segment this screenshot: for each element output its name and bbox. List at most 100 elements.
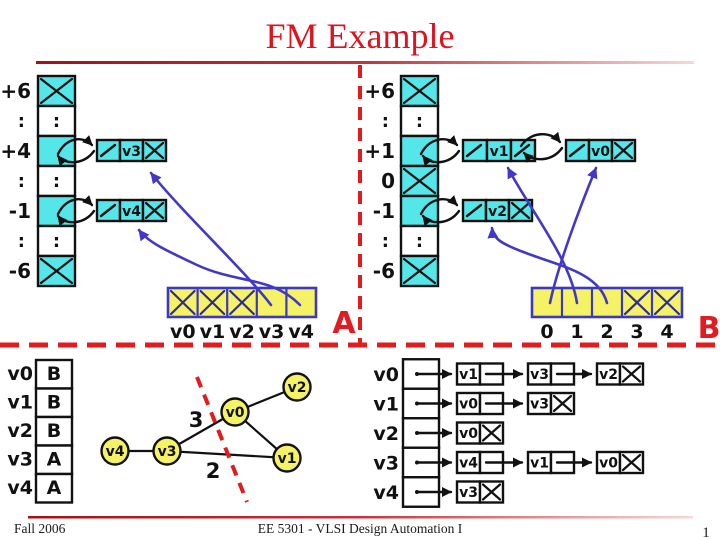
bucket-cell	[36, 104, 77, 138]
graph-node-label: v2	[288, 380, 307, 396]
adjacency-lists: v0 v1 v3 v2 v1 v0 v3	[373, 358, 645, 508]
node-label: v1	[490, 144, 509, 160]
bucket-node-v3: v3	[95, 138, 168, 163]
part-value: A	[47, 477, 62, 499]
x-mark	[402, 167, 437, 195]
vertex-label: v1	[373, 394, 399, 416]
bucket-cell	[399, 104, 440, 138]
dots-cell-label: :	[416, 111, 423, 132]
part-value: B	[47, 420, 61, 442]
adj-node-label: v0	[599, 456, 618, 472]
table-cell	[34, 358, 74, 390]
partition-b-label: B	[698, 311, 720, 346]
partition-table: v0 B v1 B v2 B v3 A v4 A	[7, 358, 74, 504]
pointer-slash	[513, 143, 531, 158]
gain-label: :	[382, 111, 389, 132]
gain-label: -1	[373, 199, 395, 223]
vertex-label: v4	[7, 477, 33, 499]
dots-cell-label: :	[53, 111, 60, 132]
pointer-slash	[99, 203, 117, 218]
adj-row-v1: v1 v0 v3	[373, 391, 576, 416]
table-cell	[34, 472, 74, 504]
table-cell	[34, 387, 74, 419]
page-title: FM Example	[266, 16, 455, 56]
pointer-dot	[415, 401, 419, 406]
x-mark	[653, 289, 681, 316]
x-mark	[402, 77, 437, 105]
adj-node-label: v0	[459, 426, 478, 442]
graph-node	[282, 372, 312, 402]
vertex-label: v0	[373, 364, 399, 386]
x-mark	[510, 201, 531, 220]
graph-node-label: v1	[278, 451, 297, 467]
gain-label: 0	[381, 169, 395, 193]
page-number: 1	[702, 525, 710, 540]
bucket-node-v4: v4	[95, 198, 168, 223]
array-dividers	[196, 288, 288, 317]
x-mark	[613, 141, 634, 160]
bucket-to-node-arrow	[419, 195, 459, 216]
array-index-label: v3	[259, 321, 285, 343]
gain-label: -6	[9, 259, 31, 283]
x-mark	[481, 424, 502, 442]
graph-node-label: v3	[158, 444, 177, 460]
dots-cell-label: :	[53, 171, 60, 192]
bucket-node-v2: v2	[461, 198, 534, 223]
pointer-dot	[415, 490, 419, 494]
adj-node-label: v1	[459, 367, 478, 383]
x-mark	[169, 289, 196, 316]
graph-node	[152, 436, 182, 466]
x-mark	[621, 365, 642, 383]
footer-course: EE 5301 - VLSI Design Automation I	[258, 521, 463, 536]
pointer-dot	[415, 460, 419, 465]
vertex-label: v3	[373, 453, 399, 475]
node-label: v3	[122, 144, 141, 160]
part-value: B	[47, 363, 61, 385]
adj-row-v4: v4 v3	[373, 480, 505, 504]
dots-cell-label: :	[416, 231, 423, 252]
vertex-label: v0	[7, 363, 33, 385]
x-mark	[229, 289, 255, 316]
x-mark	[39, 77, 74, 105]
dots-cell-label: :	[53, 231, 60, 252]
adj-row-v3: v3 v4 v1 v0	[373, 450, 645, 475]
gain-label: :	[382, 231, 389, 252]
bucket-to-node-arrow	[419, 135, 459, 156]
gain-label: :	[18, 231, 25, 252]
adj-node-label: v3	[530, 397, 549, 413]
node-to-bucket-arrow	[421, 149, 461, 167]
edge-weight: 2	[206, 459, 221, 483]
part-value: B	[47, 392, 61, 414]
bucket-list-b: +6 : +1 0 -1 : -6 : : v1	[364, 74, 684, 343]
vertex-label: v2	[7, 420, 33, 442]
x-mark	[144, 141, 165, 160]
node-to-node-arrow	[519, 131, 562, 148]
partition-a-label: A	[332, 306, 356, 341]
gain-label: +1	[364, 139, 395, 163]
adj-row-v2: v2 v0	[373, 421, 505, 445]
node-label: v2	[488, 204, 507, 220]
adj-node-label: v1	[530, 456, 549, 472]
gain-label: +4	[0, 139, 31, 163]
array-index-label: v1	[200, 321, 226, 343]
graph-node-label: v0	[226, 405, 245, 421]
graph-node	[100, 436, 130, 466]
node-to-bucket-arrow	[421, 209, 461, 227]
array-dividers	[560, 288, 654, 317]
adj-node-label: v0	[459, 397, 478, 413]
gain-label: :	[18, 171, 25, 192]
array-pointer-v3	[149, 171, 273, 307]
array-index-label: 0	[540, 321, 553, 343]
title-underline	[36, 61, 694, 64]
adj-node-label: v4	[459, 456, 478, 472]
gain-label: -6	[373, 259, 395, 283]
node-to-bucket-arrow	[56, 149, 96, 167]
gain-label: :	[18, 111, 25, 132]
node-label: v4	[122, 204, 141, 220]
array-index-label: 3	[630, 321, 643, 343]
x-mark	[552, 394, 573, 413]
part-value: A	[47, 449, 62, 471]
vertex-label: v2	[373, 423, 399, 445]
